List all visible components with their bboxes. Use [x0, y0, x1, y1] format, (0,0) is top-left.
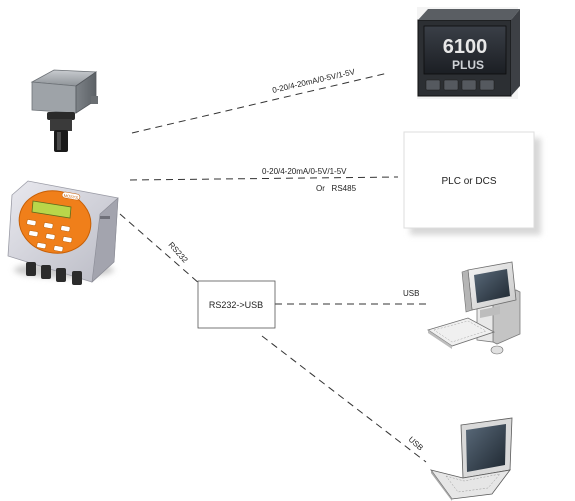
connection-lines [119, 72, 428, 463]
desktop-computer [427, 261, 521, 355]
link-usb-desktop-label: USB [403, 289, 419, 298]
controller-main-readout: 6100 [443, 36, 488, 58]
link-converter-to-laptop [261, 335, 427, 463]
controller-keys [425, 79, 495, 91]
link-rs232-label: RS232 [167, 240, 190, 265]
converter-label: RS232->USB [209, 300, 263, 310]
rs232-usb-converter: RS232->USB [197, 280, 276, 329]
display-unit-brand: MOSYS [63, 193, 78, 200]
link-unit-to-plc [129, 176, 399, 181]
display-unit-glands [26, 262, 82, 285]
display-unit: MOSYS [7, 180, 119, 285]
display-unit-keypad [26, 219, 73, 252]
link-sensor-to-controller [131, 72, 389, 134]
link-plc-label-line2: Or RS485 [316, 184, 357, 193]
laptop-computer [430, 417, 513, 501]
sensor-device [30, 69, 98, 152]
panel-controller: 6100 PLUS [417, 7, 520, 99]
controller-sub-readout: PLUS [452, 58, 484, 72]
link-unit-to-converter [119, 213, 201, 285]
plc-dcs-label: PLC or DCS [441, 176, 496, 187]
plc-dcs-box: PLC or DCS [403, 131, 541, 235]
link-plc-label-line1: 0-20/4-20mA/0-5V/1-5V [262, 167, 347, 176]
